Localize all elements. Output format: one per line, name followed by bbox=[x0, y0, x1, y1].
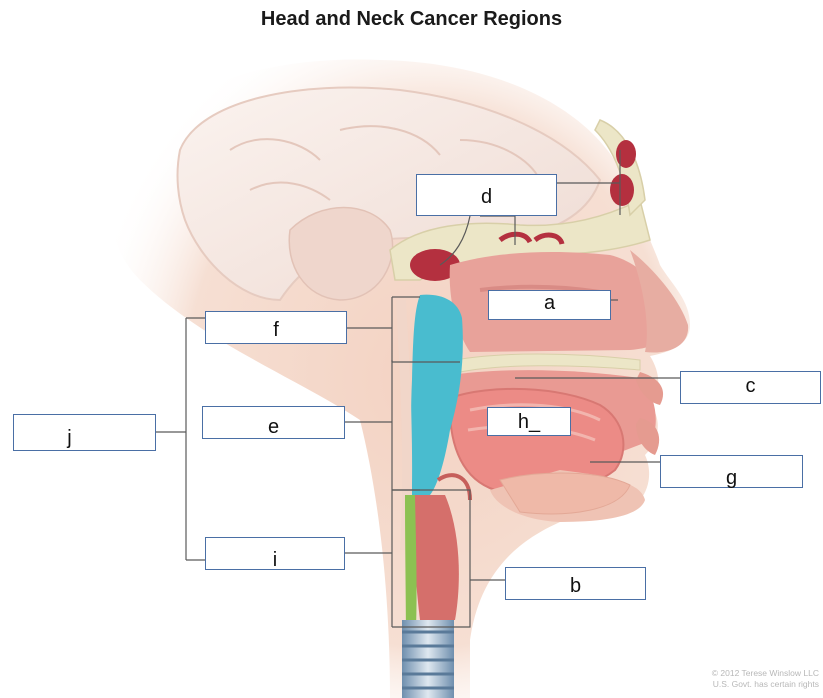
copyright-credit: © 2012 Terese Winslow LLC U.S. Govt. has… bbox=[712, 668, 819, 690]
label-box-e[interactable]: e bbox=[202, 406, 345, 439]
label-box-d[interactable]: d bbox=[416, 174, 557, 216]
credit-line-2: U.S. Govt. has certain rights bbox=[712, 679, 819, 690]
label-box-a[interactable]: a bbox=[488, 290, 611, 320]
label-e: e bbox=[268, 416, 279, 438]
label-box-c[interactable]: c bbox=[680, 371, 821, 404]
label-a: a bbox=[544, 292, 555, 314]
label-i: i bbox=[273, 549, 277, 571]
label-box-h[interactable]: h_ bbox=[487, 407, 571, 436]
label-c: c bbox=[746, 375, 756, 397]
frontal-sinus bbox=[616, 140, 636, 168]
label-box-j[interactable]: j bbox=[13, 414, 156, 451]
label-j: j bbox=[67, 427, 71, 449]
bracket-j bbox=[156, 318, 205, 560]
label-h: h_ bbox=[518, 411, 540, 433]
credit-line-1: © 2012 Terese Winslow LLC bbox=[712, 668, 819, 679]
ethmoid-sinus bbox=[610, 174, 634, 206]
label-d: d bbox=[481, 186, 492, 208]
label-box-f[interactable]: f bbox=[205, 311, 347, 344]
label-box-i[interactable]: i bbox=[205, 537, 345, 570]
label-b: b bbox=[570, 575, 581, 597]
label-g: g bbox=[726, 467, 737, 489]
label-box-b[interactable]: b bbox=[505, 567, 646, 600]
label-box-g[interactable]: g bbox=[660, 455, 803, 488]
label-f: f bbox=[273, 319, 279, 341]
